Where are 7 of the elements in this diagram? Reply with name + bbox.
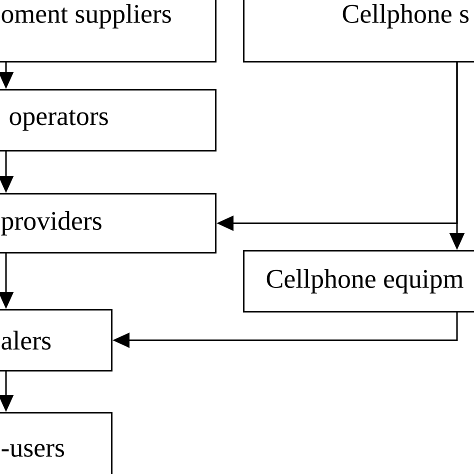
process-box: oment suppliers bbox=[0, 0, 216, 62]
process-box: Cellphone s bbox=[243, 0, 474, 62]
process-box: Cellphone equipm bbox=[243, 250, 474, 312]
process-box: operators bbox=[0, 89, 216, 152]
process-box: alers bbox=[0, 309, 112, 372]
process-box: providers bbox=[0, 193, 216, 254]
process-box: -users bbox=[0, 412, 112, 474]
